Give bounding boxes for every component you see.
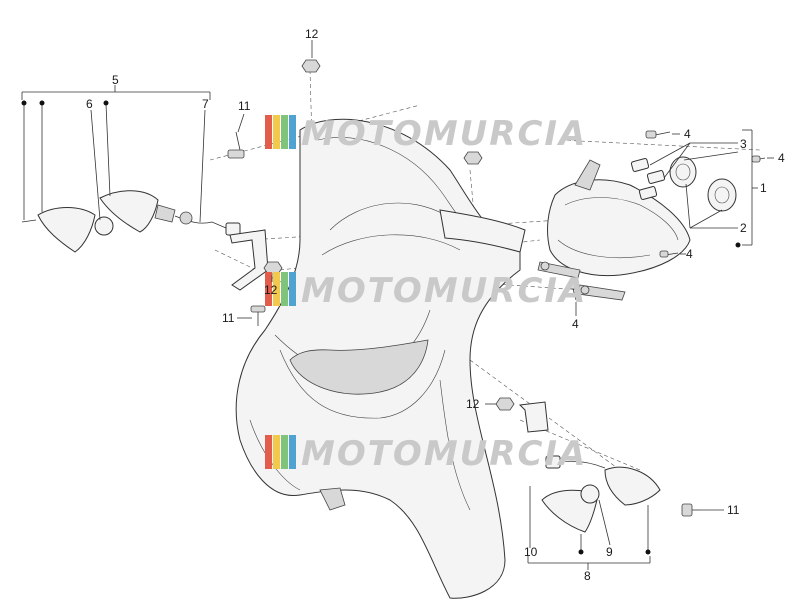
watermark-stripe-4 — [289, 435, 296, 469]
leader-lines — [21, 40, 774, 570]
watermark-stripe-4 — [289, 115, 296, 149]
watermark-stripe-3 — [281, 115, 288, 149]
watermark-stripe-2 — [273, 115, 280, 149]
watermark-stripe-1 — [265, 272, 272, 306]
callout-11-middle: 11 — [222, 311, 235, 325]
watermark-text: MOTOMURCIA — [301, 114, 587, 154]
headlight-assembly — [537, 159, 691, 301]
callout-1: 1 — [760, 181, 767, 195]
callout-2: 2 — [740, 221, 747, 235]
callout-12-bottom: 12 — [466, 397, 480, 411]
left-bracket — [229, 229, 269, 291]
nuts-12 — [263, 59, 515, 411]
callout-3: 3 — [740, 137, 747, 151]
watermark-top: MOTOMURCIA — [265, 114, 587, 154]
callout-8: 8 — [584, 569, 591, 583]
watermark-stripe-2 — [273, 272, 280, 306]
callout-4-bottom: 4 — [572, 317, 579, 331]
watermark-text: MOTOMURCIA — [301, 434, 587, 474]
front-shield — [235, 118, 526, 599]
watermark-stripe-1 — [265, 115, 272, 149]
watermark-bottom: MOTOMURCIA — [265, 434, 587, 474]
screws-4 — [568, 130, 766, 301]
callout-4-right: 4 — [778, 151, 785, 165]
callout-4-mid: 4 — [686, 247, 693, 261]
watermark-middle: MOTOMURCIA — [265, 271, 587, 311]
screws-11 — [227, 131, 700, 517]
callout-labels: 5 6 7 11 12 12 11 12 4 3 4 1 2 4 4 11 10… — [86, 27, 785, 583]
callout-10: 10 — [524, 545, 538, 559]
callout-12-middle: 12 — [264, 283, 278, 297]
watermark-stripe-1 — [265, 435, 272, 469]
watermark-text: MOTOMURCIA — [301, 271, 587, 311]
watermark-stripe-4 — [289, 272, 296, 306]
watermark-stripe-3 — [281, 272, 288, 306]
callout-5: 5 — [112, 73, 119, 87]
callout-12-top: 12 — [305, 27, 319, 41]
callout-11-bottom: 11 — [727, 503, 740, 517]
left-turn-indicator — [21, 190, 241, 253]
right-turn-indicator — [541, 455, 661, 533]
watermark-stripe-2 — [273, 435, 280, 469]
callout-4-top: 4 — [684, 127, 691, 141]
watermark-stripe-3 — [281, 435, 288, 469]
callout-9: 9 — [606, 545, 613, 559]
right-bracket — [518, 401, 549, 433]
callout-6: 6 — [86, 97, 93, 111]
callout-7: 7 — [202, 97, 209, 111]
headlight-bulbs — [630, 156, 737, 212]
callout-11-top: 11 — [238, 99, 251, 113]
callout-dots — [21, 100, 741, 555]
